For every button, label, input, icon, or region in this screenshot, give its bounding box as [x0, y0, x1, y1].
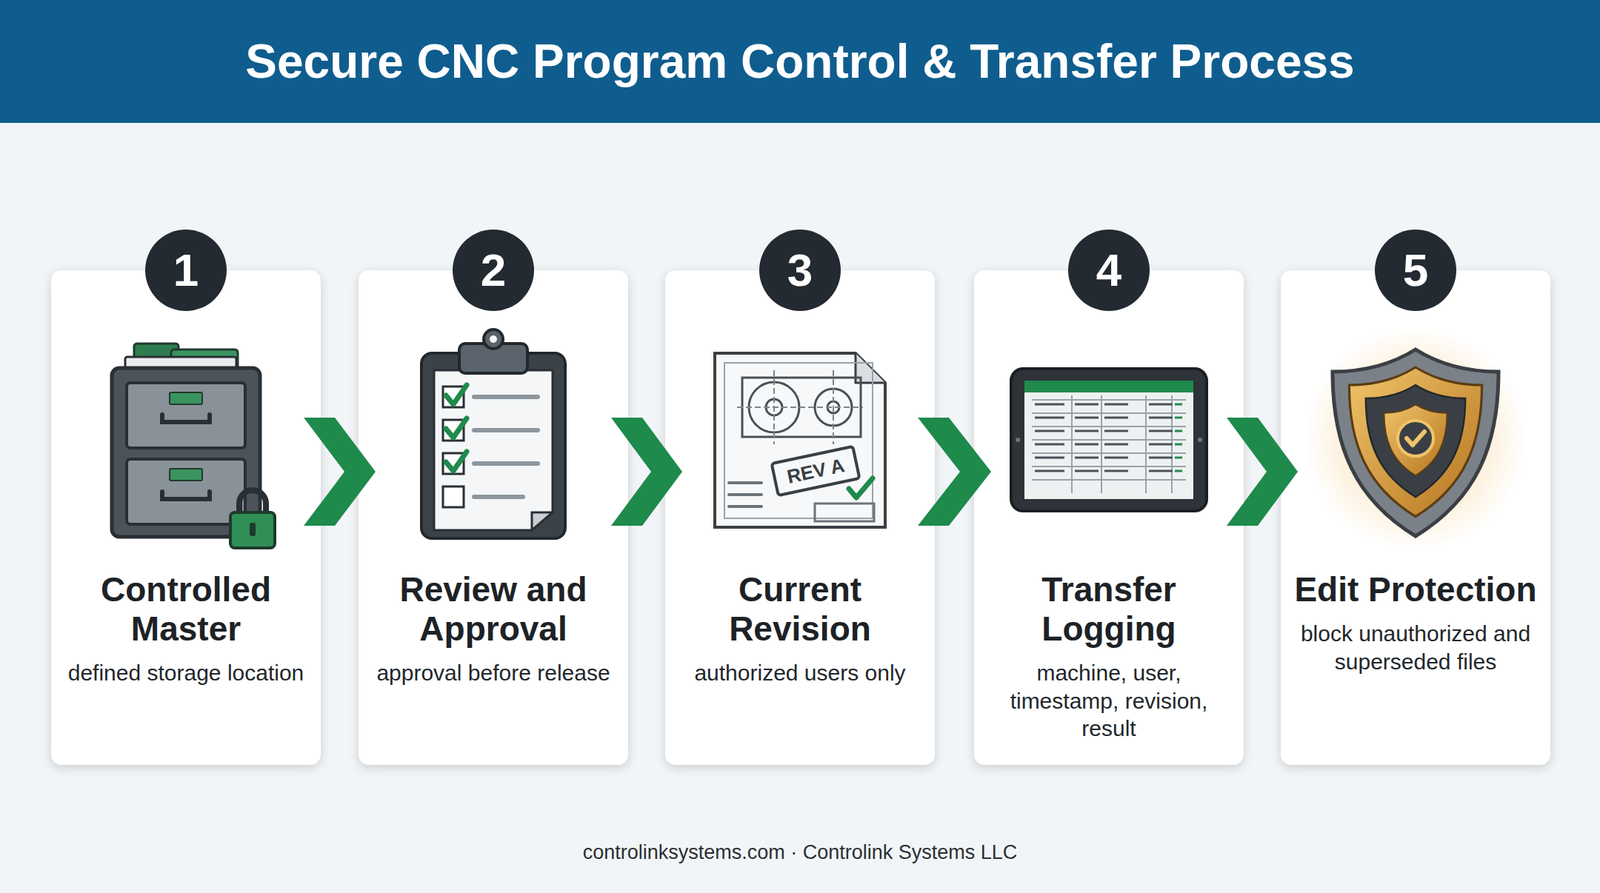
flow-chevron — [917, 417, 992, 526]
step-card: Current Revisionauthorized users only3 — [665, 270, 935, 766]
cabinet-icon — [111, 343, 275, 549]
step-number: 4 — [1068, 229, 1150, 312]
step-card: Edit Protection block unauthorized and su… — [1280, 270, 1551, 766]
step-number: 1 — [145, 229, 227, 312]
flow-chevron — [303, 417, 376, 526]
step-heading: Transfer Logging — [985, 570, 1232, 649]
step-description: approval before release — [370, 659, 617, 688]
card-text-block: Transfer Logging machine, user, timestamp… — [974, 570, 1244, 743]
flow-chevron — [1226, 417, 1298, 526]
step-number-circle: 2 — [452, 229, 535, 312]
step-number-circle: 3 — [759, 229, 841, 312]
caption: controlinksystems.com · Controlink Syste… — [0, 841, 1600, 865]
step-card: Controlled Master defined storage locatio… — [51, 270, 321, 766]
step-description: authorized users only — [677, 659, 923, 688]
step-description: defined storage location — [62, 659, 309, 688]
card-text-block: Review and Approval approval before relea… — [358, 570, 629, 688]
step-description: block unauthorized and superseded files — [1292, 620, 1539, 677]
tablet-icon — [1011, 368, 1207, 512]
flow-chevron — [611, 417, 683, 526]
step-heading: Current Revision — [677, 570, 923, 649]
step-number: 2 — [452, 229, 535, 312]
step-heading: Controlled Master — [62, 570, 309, 649]
step-heading: Review and Approval — [370, 570, 617, 649]
card-text-block: Controlled Master defined storage locatio… — [51, 570, 321, 688]
step-card: Transfer Logging machine, user, timestamp… — [974, 270, 1244, 766]
step-number: 5 — [1374, 229, 1457, 312]
card-text-block: Current Revision authorized users only — [665, 570, 935, 688]
step-heading: Edit Protection — [1292, 570, 1539, 610]
step-card: Review and Approval approval before relea… — [358, 270, 629, 766]
card-text-block: Edit Protection block unauthorized and su… — [1280, 570, 1551, 676]
clipboard-icon — [421, 329, 566, 539]
step-number-circle: 1 — [145, 229, 227, 312]
step-number: 3 — [759, 229, 841, 312]
step-number-circle: 5 — [1374, 229, 1457, 312]
step-description: machine, user, timestamp, revision, resu… — [985, 659, 1232, 743]
drawing-icon — [714, 353, 886, 528]
step-number-circle: 4 — [1068, 229, 1150, 312]
diagram-title: Secure CNC Program Control & Transfer Pr… — [0, 0, 1600, 123]
shield-icon — [1304, 327, 1527, 550]
